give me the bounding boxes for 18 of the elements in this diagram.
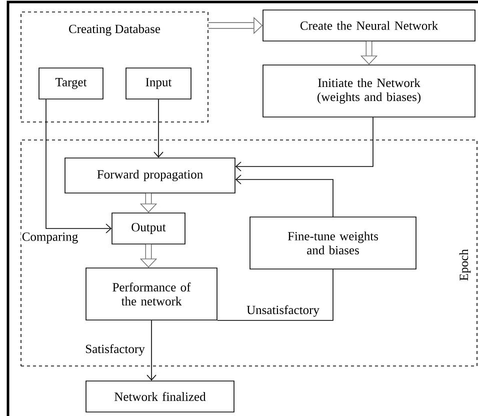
process-box: Forward propagation [64, 158, 236, 194]
edge-label: Comparing [22, 232, 78, 244]
arrow [154, 99, 164, 158]
process-box: Initiate the Network (weights and biases) [262, 64, 476, 118]
process-box: Network finalized [86, 380, 234, 412]
process-box: Input [126, 68, 192, 100]
arrow [46, 99, 112, 234]
process-box: Output [112, 212, 186, 244]
edge-label: Satisfactory [86, 344, 145, 356]
arrow [146, 320, 156, 381]
edge-label: Unsatisfactory [246, 305, 320, 317]
process-box: Create the Neural Network [262, 10, 476, 42]
arrow [235, 174, 334, 217]
process-box: Fine-tune weights and biases [250, 216, 416, 270]
process-box: Target [38, 68, 104, 100]
process-box: Performance of the network [86, 268, 218, 320]
connector-line [217, 269, 334, 321]
arrow [235, 117, 374, 172]
